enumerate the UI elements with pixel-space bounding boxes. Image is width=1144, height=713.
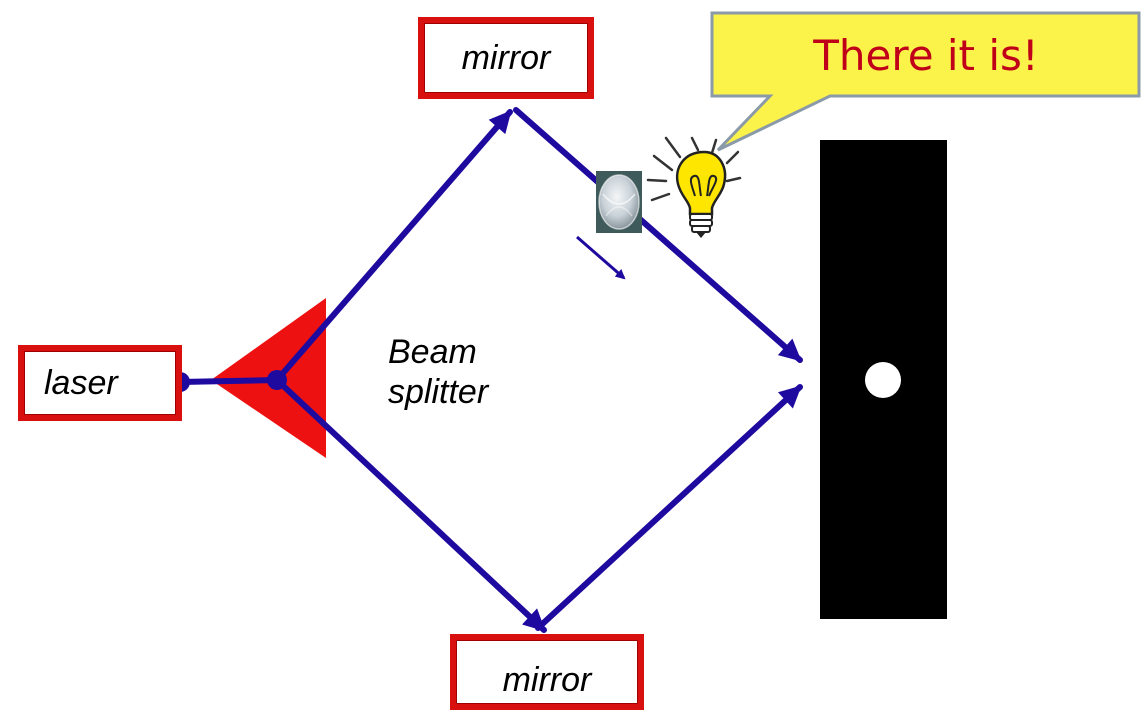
callout-bubble: [710, 11, 1141, 152]
splitter-to-top-mirror-beam: [274, 109, 513, 383]
laser-label-box: laser: [18, 345, 182, 421]
lightbulb-icon: [646, 136, 742, 238]
beam-splitter-label-line1: Beam: [388, 333, 477, 371]
motion-arrow: [576, 235, 626, 280]
bottom-mirror-label-box: mirror: [450, 634, 644, 710]
beam-paths: [177, 107, 803, 633]
interference-spot: [865, 362, 901, 398]
top-mirror-to-screen-beam: [513, 107, 803, 363]
top-mirror-label: mirror: [461, 38, 551, 77]
top-mirror-label-box: mirror: [418, 17, 594, 99]
beam-splitter-label: Beam splitter: [388, 332, 488, 412]
beam-splitter-label-line2: splitter: [388, 373, 489, 411]
laser-label: laser: [44, 363, 118, 402]
splitter-to-bottom-mirror-beam: [274, 377, 547, 633]
bottom-mirror-to-screen-beam: [535, 384, 803, 631]
transparent-object-icon: [596, 171, 642, 233]
laser-to-splitter-beam: [177, 377, 280, 385]
bottom-mirror-label: mirror: [502, 661, 592, 699]
splitter-dot: [267, 370, 287, 390]
